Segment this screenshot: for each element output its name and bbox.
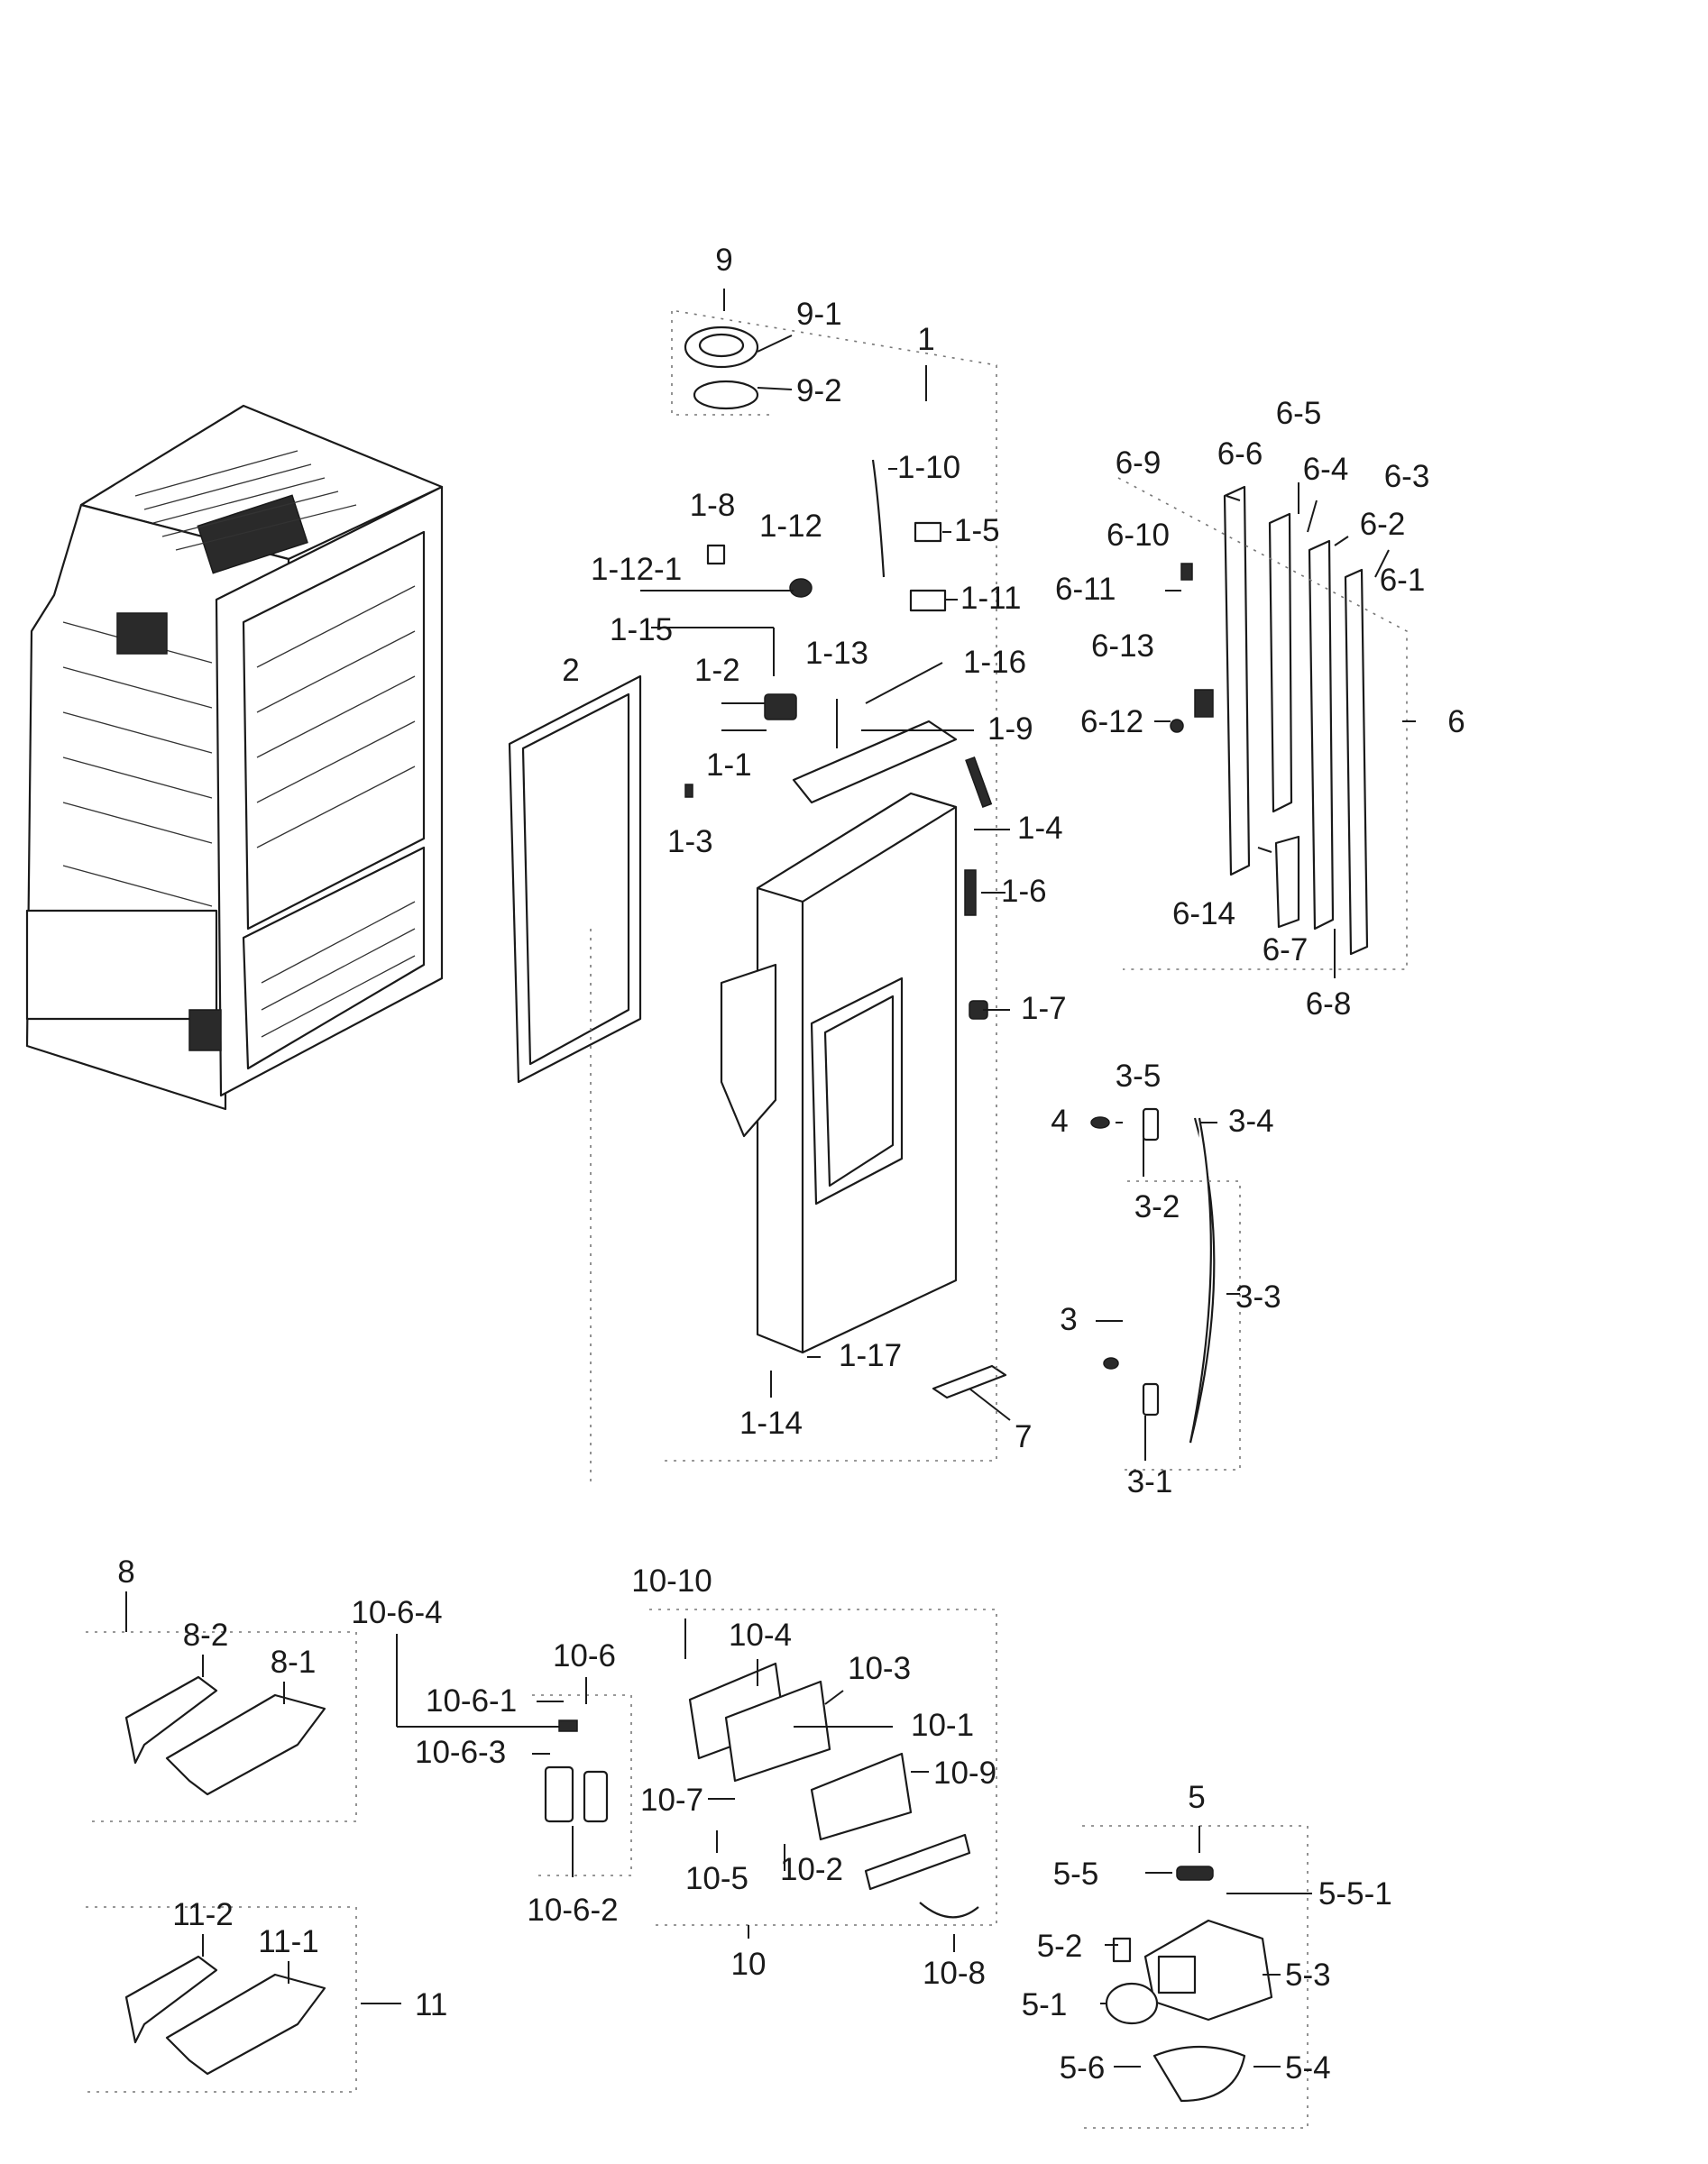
callout-10: 10: [731, 1947, 767, 1982]
callout-10-4: 10-4: [729, 1618, 792, 1653]
callout-6-8: 6-8: [1306, 986, 1352, 1022]
callout-6-4: 6-4: [1303, 452, 1349, 487]
callout-3-4: 3-4: [1228, 1104, 1274, 1139]
leader-lines: [125, 289, 1416, 2068]
callout-7: 7: [1015, 1419, 1032, 1454]
callout-6-12: 6-12: [1080, 704, 1143, 739]
callout-6-13: 6-13: [1091, 628, 1154, 664]
callout-6-14: 6-14: [1172, 896, 1235, 931]
callout-10-3: 10-3: [848, 1651, 911, 1686]
callout-6-6: 6-6: [1217, 436, 1263, 472]
callout-5-5: 5-5: [1053, 1857, 1099, 1892]
callout-4: 4: [1051, 1104, 1068, 1139]
door-bins-drawing: [124, 1675, 326, 2076]
callout-10-6-2: 10-6-2: [527, 1893, 618, 1928]
callout-10-6-4: 10-6-4: [351, 1595, 442, 1630]
callout-3-5: 3-5: [1116, 1059, 1162, 1094]
callout-6-2: 6-2: [1360, 507, 1406, 542]
callout-1-3: 1-3: [667, 824, 713, 859]
callout-9: 9: [715, 243, 732, 278]
callout-5: 5: [1188, 1780, 1205, 1815]
callout-1-14: 1-14: [739, 1406, 803, 1441]
ice-maker-drawing: [1105, 1866, 1273, 2103]
callout-10-9: 10-9: [933, 1756, 996, 1791]
callout-1-2: 1-2: [694, 653, 740, 688]
callout-1-15: 1-15: [610, 612, 673, 647]
callout-6-1: 6-1: [1380, 563, 1426, 598]
callout-1-12-1: 1-12-1: [591, 552, 682, 587]
callout-3-2: 3-2: [1134, 1189, 1180, 1224]
callout-5-6: 5-6: [1060, 2050, 1106, 2086]
callout-6-11: 6-11: [1055, 572, 1116, 607]
callout-1-1: 1-1: [706, 747, 752, 783]
callout-10-10: 10-10: [631, 1563, 712, 1599]
callout-6-7: 6-7: [1263, 932, 1309, 967]
dispenser-panel-drawing: [544, 1662, 979, 1919]
door-cover-drawing: [932, 1364, 1007, 1399]
callout-8-2: 8-2: [183, 1618, 229, 1653]
callout-10-8: 10-8: [923, 1956, 986, 1991]
callout-1-8: 1-8: [690, 488, 736, 523]
callout-8: 8: [117, 1554, 134, 1590]
callout-10-2: 10-2: [780, 1852, 843, 1887]
callout-10-7: 10-7: [640, 1783, 703, 1818]
refrigerator-cabinet-drawing: [25, 404, 444, 1111]
callout-6-9: 6-9: [1116, 445, 1162, 481]
callout-6: 6: [1447, 704, 1465, 739]
group-boundaries: [86, 310, 1408, 2129]
callout-6-10: 6-10: [1107, 518, 1170, 553]
callout-11-2: 11-2: [172, 1897, 233, 1932]
callout-6-5: 6-5: [1276, 396, 1322, 431]
callout-5-3: 5-3: [1285, 1958, 1331, 1993]
callout-1-5: 1-5: [954, 513, 1000, 548]
callout-10-6: 10-6: [553, 1638, 616, 1673]
callout-3-1: 3-1: [1127, 1464, 1173, 1499]
callout-3-3: 3-3: [1235, 1279, 1281, 1315]
callout-5-5-1: 5-5-1: [1318, 1876, 1392, 1912]
callout-1-10: 1-10: [897, 450, 960, 485]
callout-1-7: 1-7: [1021, 991, 1067, 1026]
callout-11-1: 11-1: [258, 1924, 318, 1959]
callout-9-1: 9-1: [796, 297, 842, 332]
door-handle-drawing: [1090, 1107, 1216, 1444]
callout-8-1: 8-1: [271, 1645, 317, 1680]
callout-1-9: 1-9: [987, 711, 1033, 747]
callout-9-2: 9-2: [796, 373, 842, 408]
callout-6-3: 6-3: [1384, 459, 1430, 494]
callout-1: 1: [917, 322, 934, 357]
callout-10-5: 10-5: [685, 1861, 748, 1896]
callout-5-1: 5-1: [1022, 1987, 1068, 2022]
callout-1-13: 1-13: [805, 636, 868, 671]
filter-cap-drawing: [684, 326, 759, 410]
callout-10-1: 10-1: [911, 1708, 974, 1743]
callout-10-6-3: 10-6-3: [415, 1735, 506, 1770]
callout-1-17: 1-17: [839, 1338, 902, 1373]
callout-1-16: 1-16: [963, 645, 1026, 680]
callout-1-4: 1-4: [1017, 811, 1063, 846]
callout-2: 2: [562, 653, 579, 688]
callout-1-11: 1-11: [960, 581, 1021, 616]
callout-1-6: 1-6: [1001, 874, 1047, 909]
callout-10-6-1: 10-6-1: [426, 1683, 517, 1719]
door-trim-strips-drawing: [1170, 485, 1369, 956]
small-parts-drawing: [684, 459, 947, 798]
callout-labels: 9 9-1 9-2 1 1-10 1-5 1-11 1-8 1-12 1-12-…: [117, 243, 1465, 2086]
callout-1-12: 1-12: [759, 509, 822, 544]
callout-11: 11: [415, 1987, 447, 2022]
callout-3: 3: [1060, 1302, 1077, 1337]
callout-5-4: 5-4: [1285, 2050, 1331, 2086]
door-gasket-drawing: [508, 674, 642, 1084]
callout-5-2: 5-2: [1037, 1929, 1083, 1964]
door-assembly-drawing: [720, 693, 993, 1354]
